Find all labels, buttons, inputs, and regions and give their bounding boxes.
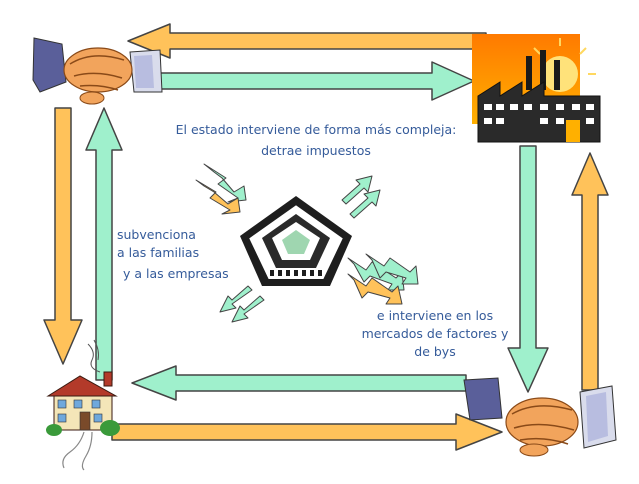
government-building-icon — [240, 196, 352, 286]
arrow-bottom-orange — [111, 413, 503, 451]
small-arrows-bottom-right — [347, 253, 419, 305]
handshake-icon — [32, 37, 163, 105]
label-left-line2: a las familias — [117, 245, 200, 260]
small-arrows-top-left — [195, 163, 247, 215]
small-arrows-bottom-left — [219, 285, 265, 323]
house-icon — [46, 371, 120, 471]
label-right-line1: e interviene en los — [376, 308, 494, 323]
arrow-top-green — [155, 61, 475, 101]
factory-icon — [472, 34, 601, 143]
arrow-left-green — [85, 107, 123, 381]
arrow-top-orange — [127, 23, 487, 59]
small-arrows-top-right — [341, 175, 381, 219]
arrow-left-orange — [43, 107, 83, 365]
decorative-lines — [87, 339, 101, 373]
arrow-right-orange — [571, 152, 609, 391]
arrow-right-green — [507, 145, 549, 393]
label-title-line1: El estado interviene de forma más comple… — [175, 122, 457, 137]
label-right-line2: mercados de factores y — [361, 326, 509, 341]
label-left-line1: subvenciona — [117, 227, 196, 242]
label-left-line3: y a las empresas — [123, 266, 229, 281]
label-title-line2: detrae impuestos — [261, 143, 371, 158]
handshake-icon — [463, 377, 617, 457]
label-right-line3: de bys — [414, 344, 456, 359]
arrow-bottom-green — [131, 365, 467, 401]
